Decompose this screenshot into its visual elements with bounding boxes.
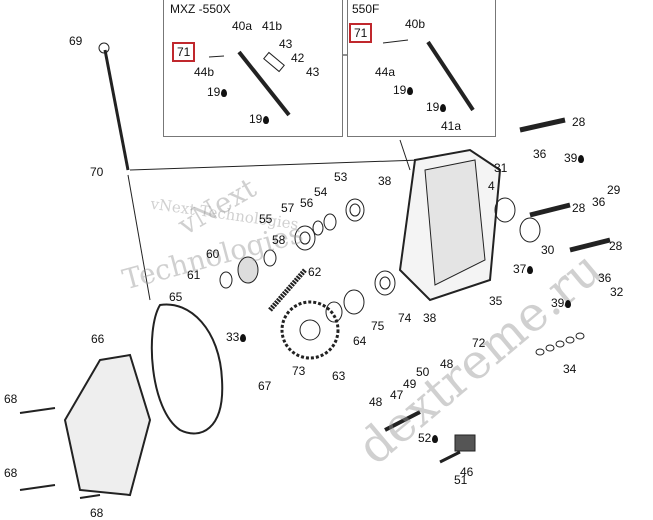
callout: 30 — [541, 243, 555, 257]
callout: 75 — [371, 319, 385, 333]
callout: 50 — [416, 365, 430, 379]
chaincase-cover-shape — [63, 353, 152, 497]
callout: 51 — [454, 473, 468, 487]
callout: 63 — [332, 369, 346, 383]
callout: 32 — [610, 285, 624, 299]
callout: 68 — [4, 466, 18, 480]
reference-highlight: 71 — [172, 42, 196, 62]
callout: 74 — [398, 311, 412, 325]
callout: 19 — [249, 113, 269, 125]
callout: 46 — [460, 465, 474, 479]
callout: 19 — [393, 84, 413, 96]
callout: 70 — [90, 165, 104, 179]
callout: 36 — [592, 195, 606, 209]
inset-550f: 550F 71 40b 44a 19 19 41a — [347, 0, 496, 137]
callout: 47 — [390, 388, 404, 402]
inset-mxz-550x: MXZ -550X 71 40a 41b 43 42 43 44b 19 19 — [163, 0, 343, 137]
callout: 40b — [405, 17, 426, 31]
callout: 55 — [259, 212, 273, 226]
inset-title: 550F — [352, 2, 380, 16]
callout: 31 — [494, 161, 508, 175]
callout: 29 — [607, 183, 621, 197]
callout: 65 — [169, 290, 183, 304]
callout: 64 — [353, 334, 367, 348]
callout: 49 — [403, 377, 417, 391]
callout: 57 — [281, 201, 295, 215]
callout: 42 — [291, 51, 305, 65]
callout: 72 — [472, 336, 486, 350]
callout: 4 — [488, 179, 495, 193]
callout: 67 — [258, 379, 272, 393]
callout: 41a — [441, 119, 462, 133]
callout: 28 — [572, 115, 586, 129]
callout: 39 — [551, 297, 571, 309]
shims-shape — [535, 332, 585, 356]
dipstick-ring — [98, 42, 110, 54]
callout: 43 — [306, 65, 320, 79]
callout: 38 — [423, 311, 437, 325]
dipstick-shape — [103, 49, 130, 171]
callout: 40a — [232, 19, 253, 33]
callout: 44b — [194, 65, 215, 79]
reference-highlight: 71 — [349, 23, 373, 43]
callout: 53 — [334, 170, 348, 184]
callout: 52 — [418, 432, 438, 444]
callout: 58 — [272, 233, 286, 247]
callout: 19 — [207, 86, 227, 98]
callout: 28 — [572, 201, 586, 215]
callout: 34 — [563, 362, 577, 376]
callout: 48 — [440, 357, 454, 371]
callout: 61 — [187, 268, 201, 282]
callout: 38 — [378, 174, 392, 188]
callout: 19 — [426, 101, 446, 113]
callout: 43 — [279, 37, 293, 51]
callout: 39 — [564, 152, 584, 164]
callout: 28 — [609, 239, 623, 253]
callout: 48 — [369, 395, 383, 409]
callout: 68 — [4, 392, 18, 406]
callout: 36 — [533, 147, 547, 161]
callout: 37 — [513, 263, 533, 275]
callout: 60 — [206, 247, 220, 261]
callout: 44a — [375, 65, 396, 79]
callout: 41b — [262, 19, 283, 33]
inset-title: MXZ -550X — [170, 2, 231, 16]
callout: 33 — [226, 331, 246, 343]
callout: 62 — [308, 265, 322, 279]
callout: 54 — [314, 185, 328, 199]
callout: 66 — [91, 332, 105, 346]
callout: 35 — [489, 294, 503, 308]
callout: 69 — [69, 34, 83, 48]
callout: 36 — [598, 271, 612, 285]
callout: 73 — [292, 364, 306, 378]
callout: 68 — [90, 506, 104, 520]
callout: 56 — [300, 196, 314, 210]
